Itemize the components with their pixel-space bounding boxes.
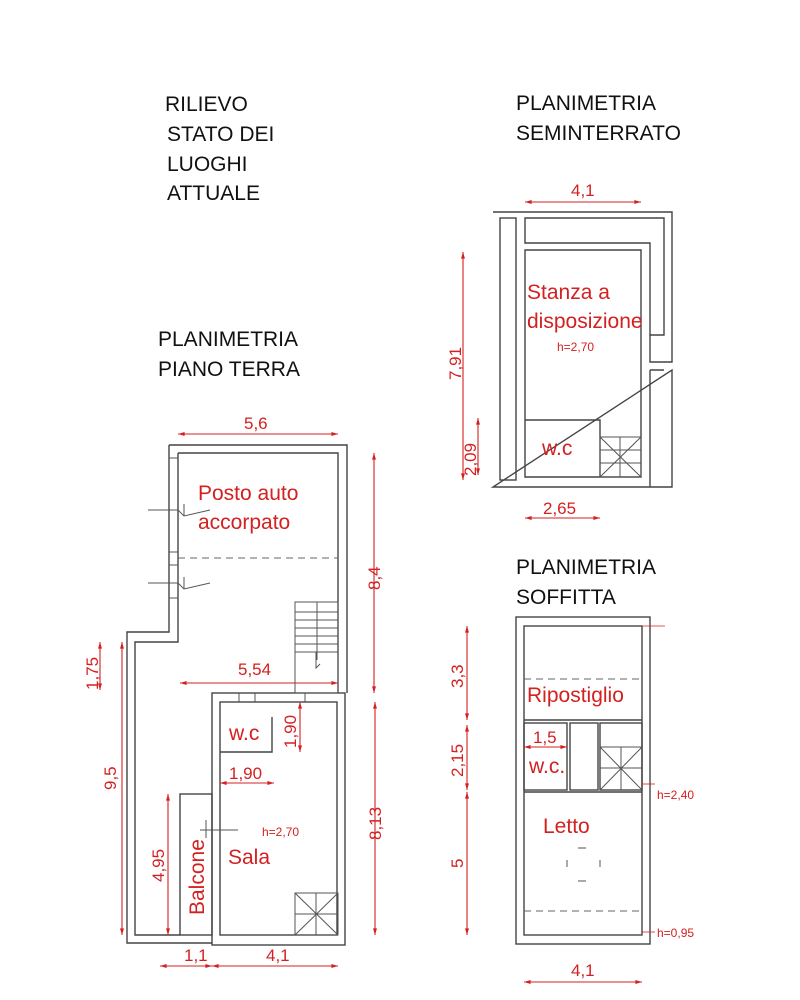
dimension-label: 5 <box>448 859 467 868</box>
dimensions: 3,3 2,15 5 1,5 4,1 <box>448 626 642 984</box>
plan-subtitle: PIANO TERRA <box>158 358 300 381</box>
staircase-icon <box>599 436 642 478</box>
room-label: disposizione <box>527 310 643 333</box>
plan-title: PLANIMETRIA <box>516 92 656 115</box>
ceiling-height: h=2,40 <box>657 788 694 802</box>
ceiling-height: h=2,70 <box>557 340 594 354</box>
dimension-label: 1,75 <box>83 657 102 690</box>
plan-basement: PLANIMETRIA SEMINTERRATO Stanza a dispos… <box>446 92 681 520</box>
skylight-icon <box>566 847 601 882</box>
door-icon <box>148 504 238 838</box>
title-line: LUOGHI <box>167 153 248 176</box>
dimensions: 4,1 7,91 2,09 2,65 <box>446 181 641 520</box>
dimension-label: 4,1 <box>266 946 290 965</box>
plan-title: PLANIMETRIA <box>158 328 298 351</box>
dimension-label: 2,09 <box>461 443 480 476</box>
survey-title: RILIEVO STATO DEI LUOGHI ATTUALE <box>165 93 274 205</box>
dimension-label: 3,3 <box>448 664 467 688</box>
room-label: Sala <box>228 846 270 869</box>
walls <box>515 616 651 945</box>
staircase-icon <box>294 892 339 936</box>
plan-subtitle: SEMINTERRATO <box>516 122 681 145</box>
room-label: Stanza a <box>527 281 610 304</box>
staircase-icon <box>294 601 339 694</box>
dimension-label: 5,6 <box>244 414 268 433</box>
dimension-label: 4,1 <box>571 961 595 980</box>
plan-subtitle: SOFFITTA <box>516 586 616 609</box>
dimension-label: 5,54 <box>238 660 271 679</box>
room-label: w.c <box>541 437 572 460</box>
room-label: Ripostiglio <box>527 684 624 707</box>
room-label: w.c <box>228 722 259 745</box>
dimension-label: 9,5 <box>101 766 120 790</box>
walls <box>490 211 673 488</box>
dimension-label: 4,95 <box>149 849 168 882</box>
dimension-label: 2,15 <box>448 744 467 777</box>
room-label: w.c. <box>528 755 565 778</box>
dimension-label: 1,90 <box>281 715 300 748</box>
plan-title: PLANIMETRIA <box>516 556 656 579</box>
room-label: Balcone <box>186 839 209 915</box>
dimension-label: 2,65 <box>543 499 576 518</box>
plan-ground-floor: PLANIMETRIA PIANO TERRA Posto aut <box>83 328 385 968</box>
ceiling-height: h=2,70 <box>262 825 299 839</box>
dimension-label: 8,13 <box>366 807 385 840</box>
room-label: Letto <box>543 815 590 838</box>
dimensions: 5,6 8,4 5,54 1,75 9,5 1,90 1,90 8,13 4,9… <box>83 414 385 968</box>
walls <box>126 444 348 946</box>
title-line: ATTUALE <box>167 182 260 205</box>
room-label: Posto auto <box>198 482 298 505</box>
dimension-label: 7,91 <box>446 347 465 380</box>
dimension-label: 1,1 <box>184 946 208 965</box>
title-line: RILIEVO <box>165 93 248 116</box>
ceiling-height: h=0,95 <box>657 926 694 940</box>
title-line: STATO DEI <box>167 123 274 146</box>
dimension-label: 1,5 <box>533 728 557 747</box>
dimension-label: 4,1 <box>571 181 595 200</box>
plan-attic: PLANIMETRIA SOFFITTA Ripostiglio w.c. Le… <box>448 556 694 984</box>
staircase-icon <box>599 746 643 791</box>
room-label: accorpato <box>198 511 290 534</box>
dimension-label: 1,90 <box>229 764 262 783</box>
dimension-label: 8,4 <box>365 566 384 590</box>
